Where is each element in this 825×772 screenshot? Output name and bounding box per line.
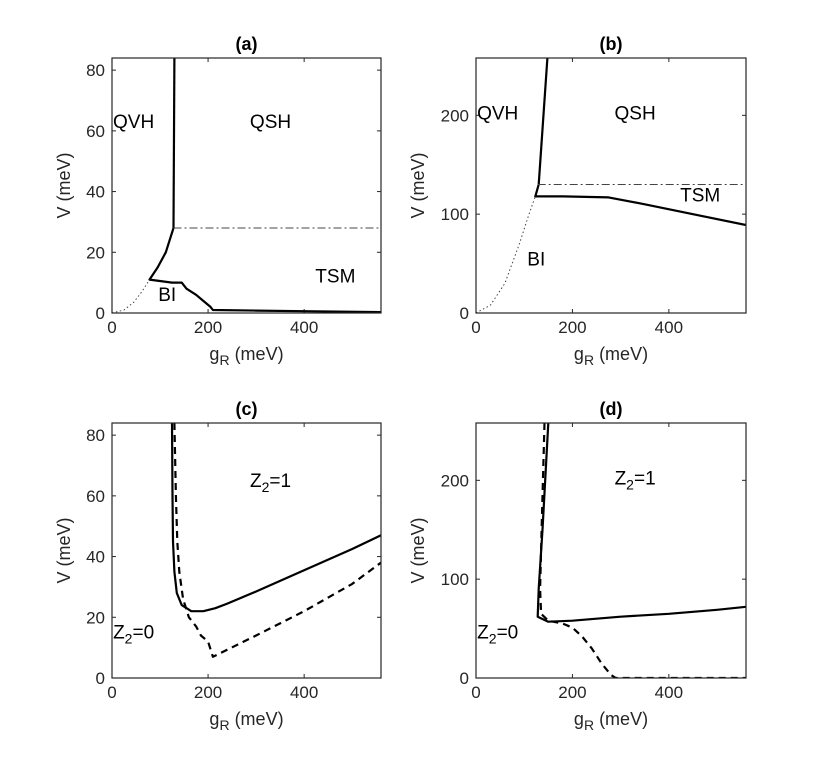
region-label: QSH — [615, 103, 656, 124]
panel-title: (a) — [236, 34, 258, 54]
y-tick-label: 20 — [86, 243, 105, 262]
plot-frame — [111, 57, 382, 314]
y-axis-label: V (meV) — [54, 152, 74, 218]
region-label: Z2=1 — [615, 468, 656, 492]
region-label: TSM — [315, 267, 355, 288]
x-tick-label: 200 — [194, 683, 222, 702]
panel-b: (b) 0 200 400 0 100 200 QVH QSH BI TSM gR (meV) V (m… — [408, 34, 747, 368]
x-tick-label: 400 — [655, 683, 683, 702]
series-line-solid — [172, 58, 176, 229]
series-group — [536, 423, 746, 678]
y-tick-label: 40 — [86, 548, 105, 567]
y-axis-label: V (meV) — [54, 517, 74, 583]
y-tick-label: 40 — [86, 183, 105, 202]
y-axis-label: V (meV) — [408, 517, 428, 583]
x-tick-label: 400 — [290, 683, 318, 702]
x-tick-label: 400 — [290, 318, 318, 337]
x-tick-label: 0 — [471, 318, 480, 337]
panel-title: (b) — [600, 34, 623, 54]
y-tick-label: 0 — [460, 669, 469, 688]
series-line-dashed — [538, 423, 746, 678]
y-tick-label: 20 — [86, 608, 105, 627]
y-tick-label: 80 — [86, 426, 105, 445]
series-group — [112, 58, 381, 313]
x-tick-label: 0 — [107, 683, 116, 702]
region-label: Z2=0 — [113, 623, 154, 647]
panel-title: (d) — [600, 399, 623, 419]
x-axis-label: gR (meV) — [574, 344, 648, 368]
region-label: QVH — [477, 103, 518, 124]
region-label: QSH — [250, 112, 291, 133]
series-line-solid — [536, 423, 746, 623]
panel-d: (d) 0 200 400 0 100 200 Z2=1Z2=0 gR (meV) V (meV) — [408, 399, 747, 733]
y-tick-label: 0 — [96, 669, 105, 688]
x-axis-label: gR (meV) — [574, 709, 648, 733]
region-label: Z2=1 — [250, 471, 291, 495]
y-tick-label: 60 — [86, 487, 105, 506]
series-line-dashed — [173, 423, 381, 658]
series-line-solid — [537, 58, 549, 185]
y-tick-label: 200 — [441, 471, 469, 490]
plot-frame — [475, 57, 747, 314]
y-tick-label: 200 — [441, 106, 469, 125]
panel-title: (c) — [236, 399, 258, 419]
x-tick-label: 200 — [558, 683, 586, 702]
y-tick-label: 100 — [441, 570, 469, 589]
x-tick-label: 200 — [558, 318, 586, 337]
plot-frame — [475, 422, 747, 679]
y-tick-label: 100 — [441, 205, 469, 224]
series-line-dotted — [112, 279, 150, 313]
series-line-solid — [534, 184, 746, 227]
y-tick-label: 60 — [86, 122, 105, 141]
y-tick-label: 0 — [96, 304, 105, 323]
x-tick-label: 400 — [655, 318, 683, 337]
series-group — [170, 423, 381, 658]
x-axis-label: gR (meV) — [209, 344, 283, 368]
series-line-solid — [170, 423, 381, 613]
x-tick-label: 0 — [471, 683, 480, 702]
region-label: BI — [527, 250, 545, 271]
region-label: Z2=0 — [477, 622, 518, 646]
y-tick-label: 0 — [460, 304, 469, 323]
x-tick-label: 0 — [107, 318, 116, 337]
plot-frame — [111, 422, 382, 679]
x-tick-label: 200 — [194, 318, 222, 337]
series-line-solid — [148, 227, 381, 313]
region-label: BI — [158, 285, 176, 306]
series-group — [476, 58, 746, 313]
x-axis-label: gR (meV) — [209, 709, 283, 733]
y-tick-label: 80 — [86, 61, 105, 80]
region-label: QVH — [113, 112, 154, 133]
y-axis-label: V (meV) — [408, 152, 428, 218]
region-label: TSM — [680, 185, 720, 206]
